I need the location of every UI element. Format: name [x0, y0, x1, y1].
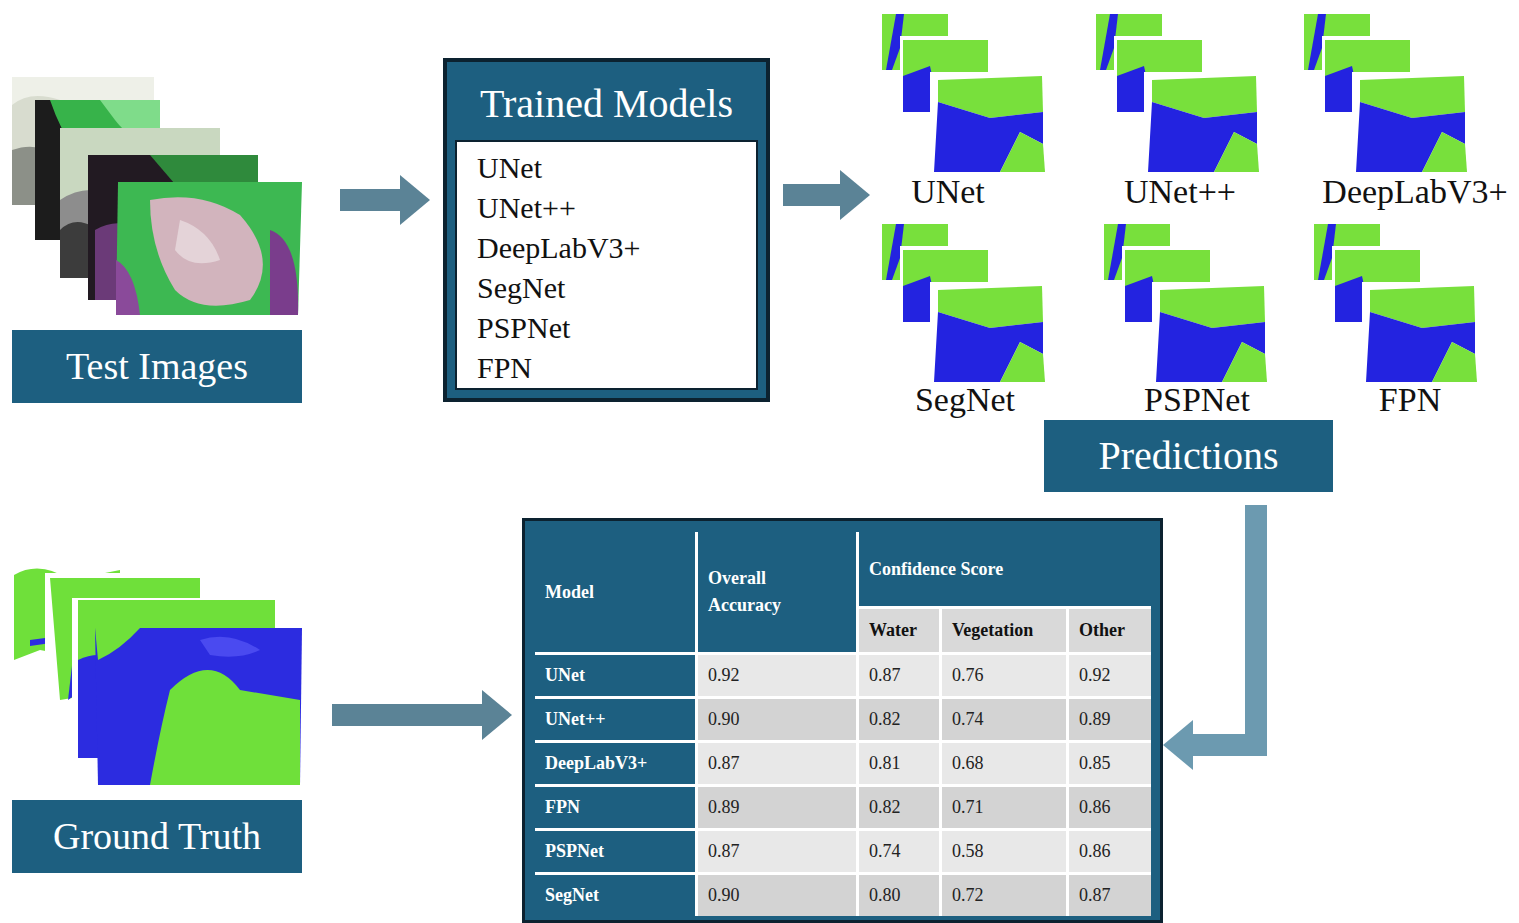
- model-name: UNet: [477, 148, 746, 188]
- table-cell: 0.74: [942, 699, 1066, 740]
- table-cell: 0.90: [698, 699, 856, 740]
- model-caption: PSPNet: [1144, 381, 1250, 419]
- model-list: UNetUNet++DeepLabV3+SegNetPSPNetFPN: [455, 140, 758, 390]
- table-grid: ModelOverall AccuracyConfidence ScoreWat…: [535, 532, 1151, 916]
- flow-arrow: [340, 189, 400, 211]
- table-cell: 0.87: [698, 743, 856, 784]
- table-cell: 0.80: [859, 875, 939, 916]
- model-caption: SegNet: [915, 381, 1015, 419]
- table-cell: 0.68: [942, 743, 1066, 784]
- label-band: Ground Truth: [12, 800, 302, 873]
- image-patch: [1092, 8, 1259, 172]
- table-cell: 0.81: [859, 743, 939, 784]
- image-patch: [95, 628, 302, 785]
- table-cell: 0.89: [698, 787, 856, 828]
- table-cell: 0.76: [942, 655, 1066, 696]
- image-patch: [878, 218, 1045, 382]
- row-header: DeepLabV3+: [535, 743, 695, 784]
- image-patch: [1300, 8, 1467, 172]
- row-header: UNet: [535, 655, 695, 696]
- label-band: Predictions: [1044, 420, 1333, 492]
- table-cell: 0.74: [859, 831, 939, 872]
- table-cell: 0.82: [859, 699, 939, 740]
- label-text: Test Images: [66, 345, 248, 389]
- model-caption: UNet++: [1124, 173, 1236, 211]
- flow-arrow: [783, 184, 840, 206]
- table-cell: 0.89: [1069, 699, 1151, 740]
- table-cell: 0.92: [698, 655, 856, 696]
- model-name: DeepLabV3+: [477, 228, 746, 268]
- table-subheader: Water: [859, 609, 939, 652]
- model-name: FPN: [477, 348, 746, 388]
- table-cell: 0.58: [942, 831, 1066, 872]
- table-cell: 0.87: [698, 831, 856, 872]
- table-subheader: Other: [1069, 609, 1151, 652]
- image-patch: [150, 197, 263, 305]
- table-header: Overall Accuracy: [698, 532, 856, 652]
- row-header: PSPNet: [535, 831, 695, 872]
- image-patch: [175, 220, 220, 263]
- model-caption: UNet: [911, 173, 985, 211]
- image-patch: [270, 230, 298, 315]
- table-cell: 0.85: [1069, 743, 1151, 784]
- table-cell: 0.87: [1069, 875, 1151, 916]
- label-text: Predictions: [1099, 433, 1279, 479]
- table-cell: 0.90: [698, 875, 856, 916]
- row-header: FPN: [535, 787, 695, 828]
- image-patch: [200, 637, 260, 657]
- image-patch: [150, 670, 300, 785]
- table-cell: 0.72: [942, 875, 1066, 916]
- row-header: SegNet: [535, 875, 695, 916]
- model-name: UNet++: [477, 188, 746, 228]
- panel-heading: Trained Models: [447, 62, 766, 128]
- results-table: ModelOverall AccuracyConfidence ScoreWat…: [522, 518, 1163, 923]
- label-box: Test Images: [12, 75, 302, 403]
- label-box: Ground Truth: [12, 545, 302, 873]
- table-header: Model: [535, 532, 695, 652]
- table-subheader: Vegetation: [942, 609, 1066, 652]
- image-patch: [878, 8, 1045, 172]
- row-header: UNet++: [535, 699, 695, 740]
- table-header: Confidence Score: [859, 532, 1151, 606]
- image-patch: [95, 628, 140, 660]
- model-name: SegNet: [477, 268, 746, 308]
- flow-arrow: [1193, 505, 1256, 745]
- image-patch: [1100, 218, 1267, 382]
- test-image-stack: [12, 77, 302, 315]
- model-name: PSPNet: [477, 308, 746, 348]
- image-patch: [1310, 218, 1477, 382]
- table-cell: 0.86: [1069, 831, 1151, 872]
- table-cell: 0.87: [859, 655, 939, 696]
- model-caption: FPN: [1379, 381, 1441, 419]
- flow-arrow: [332, 704, 482, 726]
- image-patch: [116, 182, 302, 315]
- ground-truth-stack: [12, 548, 302, 785]
- label-text: Ground Truth: [53, 815, 261, 859]
- model-panel: UNetUNet++DeepLabV3+SegNetPSPNetFPN Train…: [443, 58, 770, 402]
- image-patch: [116, 260, 140, 315]
- table-cell: 0.82: [859, 787, 939, 828]
- label-band: Test Images: [12, 330, 302, 403]
- label-box: Predictions: [870, 5, 1515, 492]
- table-cell: 0.86: [1069, 787, 1151, 828]
- table-cell: 0.92: [1069, 655, 1151, 696]
- table-cell: 0.71: [942, 787, 1066, 828]
- model-caption: DeepLabV3+: [1322, 173, 1507, 211]
